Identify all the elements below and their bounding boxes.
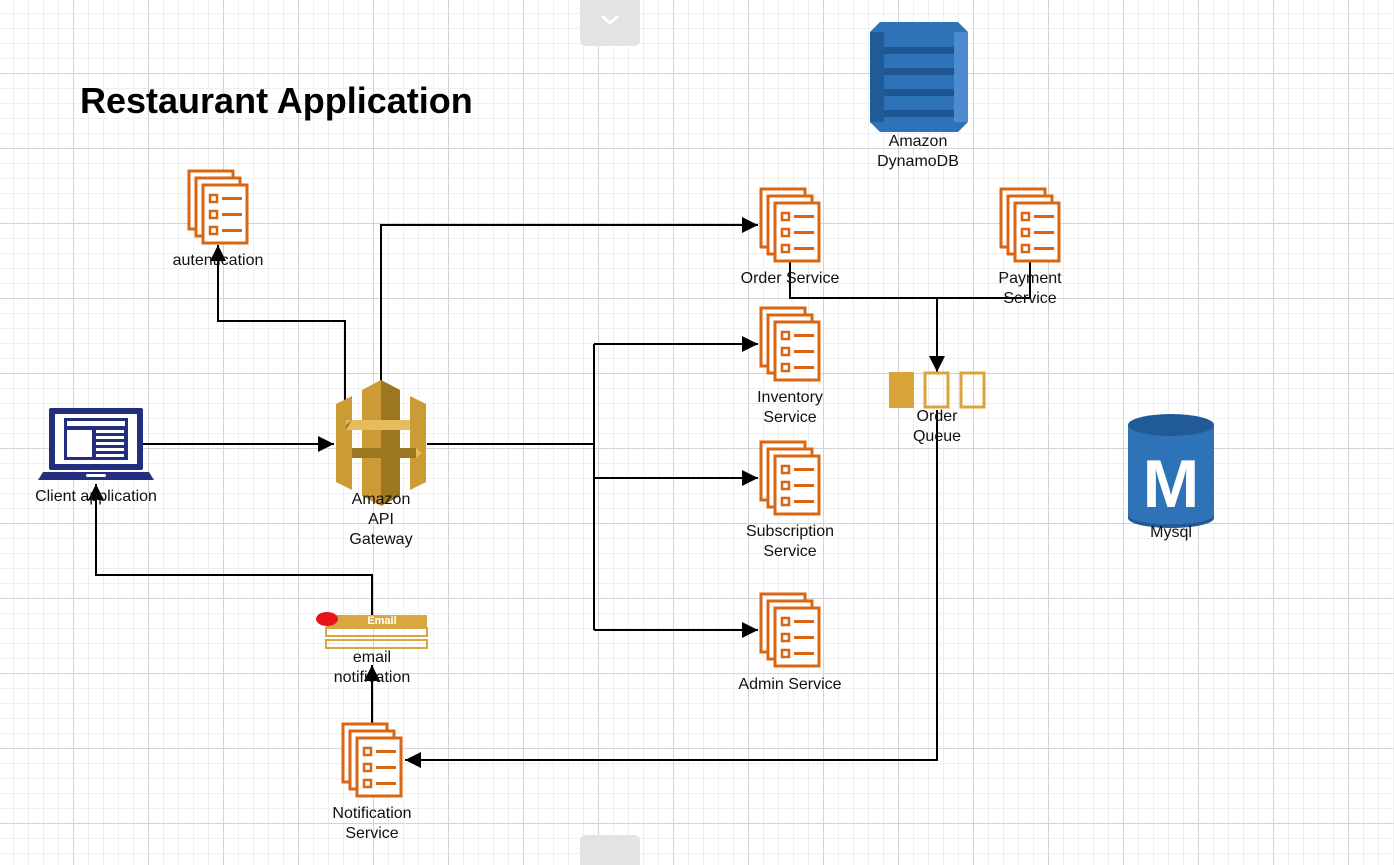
inventory-service-node[interactable]: Inventory Service [757,306,823,426]
order-service-label: Order Service [741,270,840,287]
order-service-icon [759,187,821,263]
edge-order-queue [789,262,1031,299]
queue-label-line2: Queue [913,428,961,445]
email-label-line1: email [353,649,391,666]
edge-queue-notification [405,410,938,768]
chevron-down-icon [601,15,619,25]
queue-node[interactable]: Order Queue [889,371,986,445]
edge-email-client [88,484,373,615]
payment-service-label-line1: Payment [998,270,1062,287]
admin-service-icon [759,592,821,668]
inventory-service-label-line2: Service [763,409,816,426]
payment-service-icon [999,187,1061,263]
gateway-label-line1: Amazon [352,491,411,508]
dynamodb-label-line1: Amazon [889,133,948,150]
queue-icon [889,371,986,409]
client-node[interactable]: Client application [35,408,157,505]
mysql-icon: M [1128,414,1214,528]
collapse-toolbar-tab[interactable] [580,0,640,46]
client-label: Client application [35,488,157,505]
connectors [88,217,1031,768]
order-service-node[interactable]: Order Service [741,187,840,287]
inventory-service-label-line1: Inventory [757,389,823,406]
auth-service-icon [187,169,249,245]
notification-service-label-line1: Notification [332,805,411,822]
queue-label-line1: Order [917,408,959,425]
notification-service-label-line2: Service [345,825,398,842]
payment-service-node[interactable]: Payment Service [998,187,1062,307]
email-label-line2: notification [334,669,411,686]
email-icon: Email [316,612,428,649]
payment-service-label-line2: Service [1003,290,1056,307]
subscription-service-label-line2: Service [763,543,816,560]
admin-service-label: Admin Service [738,676,841,693]
auth-label: autentication [173,252,264,269]
edge-gateway-auth [210,245,346,400]
subscription-service-icon [759,440,821,516]
auth-node[interactable]: autentication [173,169,264,269]
gateway-label-line3: Gateway [349,531,412,548]
dynamodb-icon [870,22,968,132]
subscription-service-node[interactable]: Subscription Service [746,440,834,560]
notification-service-icon [341,722,403,798]
gateway-label-line2: API [368,511,394,528]
inventory-service-icon [759,306,821,382]
dynamodb-node[interactable]: Amazon DynamoDB [870,22,968,170]
gateway-node[interactable]: Amazon API Gateway [336,380,426,548]
dynamodb-label-line2: DynamoDB [877,153,959,170]
email-banner-text: Email [367,615,396,627]
mysql-node[interactable]: M Mysql [1128,414,1214,541]
edge-gateway-order [380,217,758,382]
email-node[interactable]: Email email notification [316,612,428,686]
subscription-service-label-line1: Subscription [746,523,834,540]
admin-service-node[interactable]: Admin Service [738,592,842,693]
laptop-icon [38,408,154,480]
mysql-label: Mysql [1150,524,1192,541]
api-gateway-icon [336,380,426,506]
mysql-letter: M [1143,446,1200,522]
diagram-title: Restaurant Application [80,80,473,121]
notification-service-node[interactable]: Notification Service [332,722,412,842]
